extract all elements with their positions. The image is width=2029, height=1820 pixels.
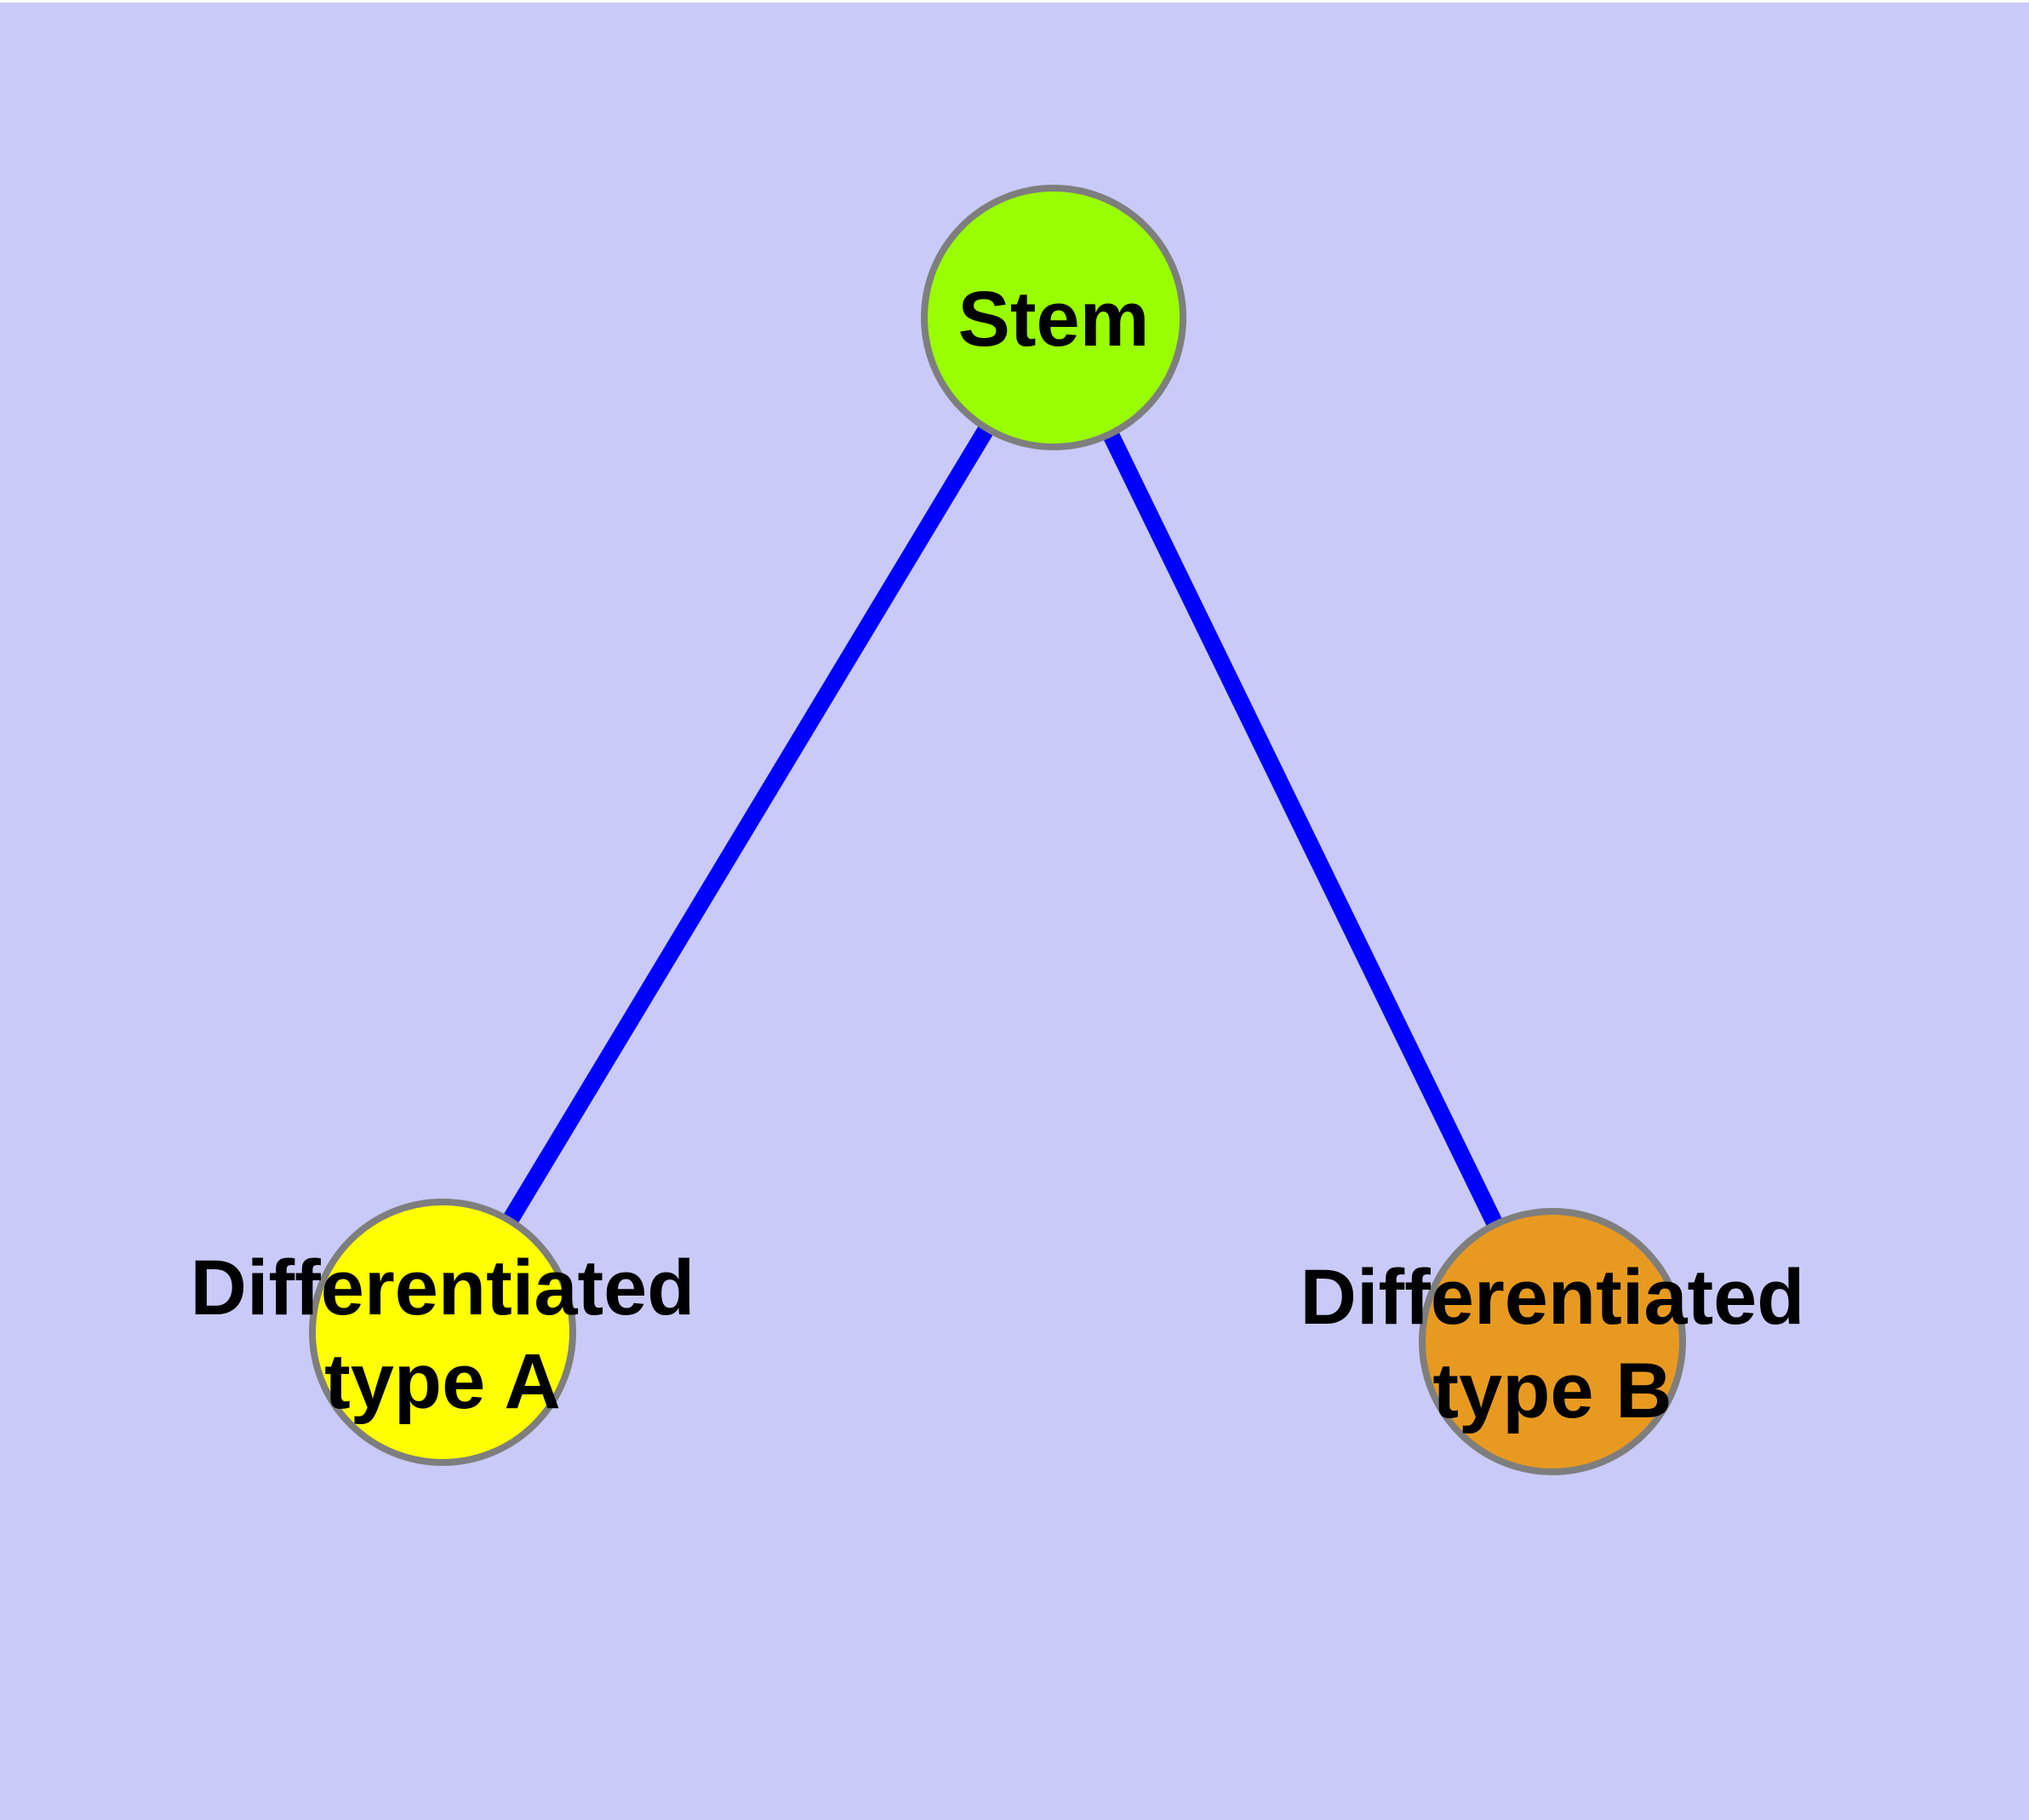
node-label-differentiated-type-a-line1: Differentiated (191, 1245, 695, 1331)
edge-stem-to-differentiated-type-a (435, 312, 1061, 1337)
node-label-stem: Stem (958, 276, 1150, 363)
node-label-differentiated-type-a-line2: type A (324, 1338, 561, 1425)
edges-layer (435, 312, 1560, 1346)
node-differentiated-type-a[interactable] (309, 1199, 576, 1466)
node-differentiated-type-b[interactable] (1419, 1208, 1686, 1475)
node-label-differentiated-type-b-line2: type B (1432, 1348, 1672, 1434)
node-label-differentiated-type-b-line1: Differentiated (1300, 1254, 1805, 1341)
node-stem[interactable] (921, 185, 1186, 450)
edge-stem-to-differentiated-type-b (1046, 313, 1560, 1346)
